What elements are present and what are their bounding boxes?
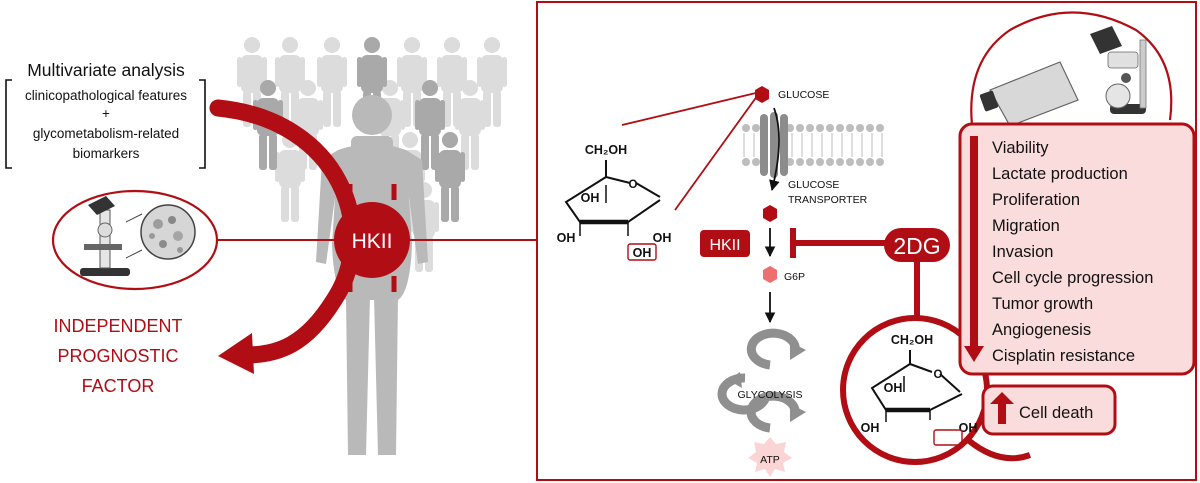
decrease-arrow-shaft (970, 136, 978, 348)
features-line: clinicopathological features (25, 88, 187, 103)
dg-oh-a: OH (884, 381, 903, 395)
effect-item: Angiogenesis (992, 321, 1091, 339)
culture-flask-icon (979, 61, 1079, 127)
biomarkers-line-1: glycometabolism-related (33, 126, 179, 141)
effect-item: Cell cycle progression (992, 269, 1153, 287)
glucose-oh-c: OH (653, 231, 672, 245)
result-line-2: PROGNOSTIC (57, 346, 178, 366)
stereo-microscope-icon (1090, 26, 1147, 114)
effect-item: Invasion (992, 243, 1053, 261)
hk-circle-label: HKII (352, 230, 393, 253)
glucose-oh-b: OH (557, 231, 576, 245)
dg-ring-o: O (934, 369, 943, 381)
cell-death-label: Cell death (1019, 404, 1093, 422)
glucose-transporter-icon (760, 112, 788, 178)
plus-sign: + (102, 106, 110, 121)
glucose-structure: CH₂OH O OH OH OH OH (557, 91, 761, 261)
mechanism-panel (536, 1, 1197, 481)
prognostic-result: INDEPENDENT PROGNOSTIC FACTOR (53, 316, 182, 396)
glucose-icon (755, 86, 769, 103)
glycolysis-label: GLYCOLYSIS (738, 389, 803, 401)
dg-badge (884, 228, 950, 262)
effect-item: Cisplatin resistance (992, 347, 1135, 365)
glucose-label: GLUCOSE (778, 89, 829, 101)
result-line-3: FACTOR (82, 376, 155, 396)
cell-death-box (981, 384, 1117, 436)
dg-oh-b: OH (861, 421, 880, 435)
dg-badge-label: 2DG (893, 233, 940, 259)
decreased-effects-list: Viability Lactate production Proliferati… (992, 139, 1153, 365)
glucose-oh-d: OH (633, 246, 652, 260)
atp-burst-icon (748, 437, 792, 477)
transporter-line-1: GLUCOSE (788, 179, 839, 191)
result-line-1: INDEPENDENT (53, 316, 182, 336)
glycolysis-arrowheads (728, 342, 806, 422)
g6p-icon (763, 266, 777, 283)
microscope-icon (80, 196, 130, 276)
dg-oh-c: OH (959, 421, 978, 435)
hk-marker: HKII (334, 184, 410, 292)
decrease-arrow-head (964, 346, 984, 362)
intracellular-glucose-icon (763, 205, 777, 222)
glucose-ch2oh: CH₂OH (585, 143, 627, 157)
multivariate-analysis-block: Multivariate analysis clinicopathologica… (5, 60, 206, 169)
tissue-slide-icon (125, 204, 196, 260)
effect-item: Proliferation (992, 191, 1080, 209)
cell-membrane (742, 107, 884, 192)
hk-enzyme-box (700, 230, 750, 257)
dg-tail (966, 437, 1032, 462)
glucose-oh-a: OH (581, 191, 600, 205)
lab-equipment-lens (970, 11, 1173, 127)
effect-item: Lactate production (992, 165, 1128, 183)
g6p-label: G6P (784, 271, 805, 283)
curved-arrow-head (218, 333, 254, 374)
effect-item: Viability (992, 139, 1049, 157)
hk-enzyme-label: HKII (709, 237, 740, 254)
biomarkers-line-2: biomarkers (73, 146, 140, 161)
effect-item: Tumor growth (992, 295, 1093, 313)
glucose-ring-o: O (629, 179, 638, 191)
transporter-line-2: TRANSPORTER (788, 194, 868, 206)
pathology-lens (51, 189, 219, 291)
increase-arrow-icon (990, 392, 1014, 424)
effect-item: Migration (992, 217, 1060, 235)
dg-structure: CH₂OH O OH OH OH (861, 333, 978, 446)
atp-label: ATP (760, 454, 780, 466)
multivariate-title: Multivariate analysis (27, 60, 185, 80)
dg-ch2oh: CH₂OH (891, 333, 933, 347)
effects-box (958, 122, 1196, 376)
